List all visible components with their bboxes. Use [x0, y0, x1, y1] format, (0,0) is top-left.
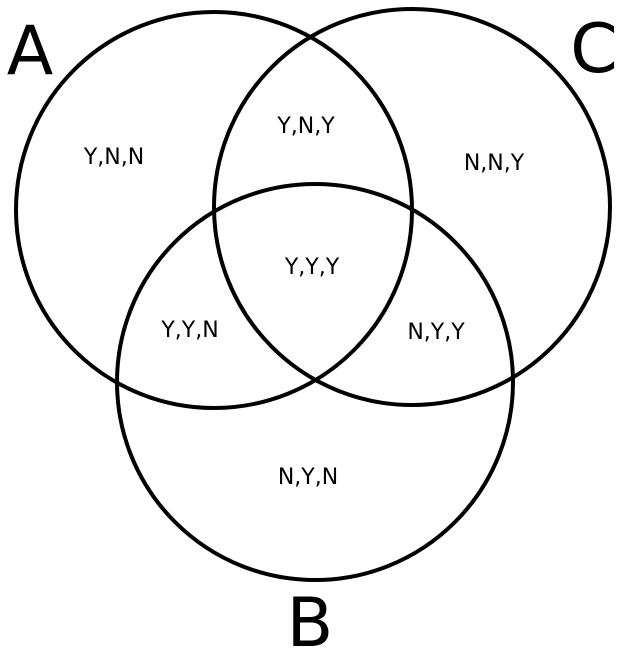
region-b-c: N,Y,Y [407, 320, 465, 345]
region-a-b-c: Y,Y,Y [284, 255, 340, 280]
region-a-only: Y,N,N [83, 145, 144, 170]
region-c-only: N,N,Y [464, 151, 525, 176]
circle-c [212, 7, 612, 407]
set-label-b: B [287, 584, 334, 663]
circle-b [115, 182, 515, 582]
region-b-only: N,Y,N [278, 465, 338, 490]
set-label-c: C [570, 10, 617, 89]
region-a-b: Y,Y,N [160, 318, 218, 343]
set-label-a: A [7, 12, 54, 91]
region-a-c: Y,N,Y [276, 114, 335, 139]
